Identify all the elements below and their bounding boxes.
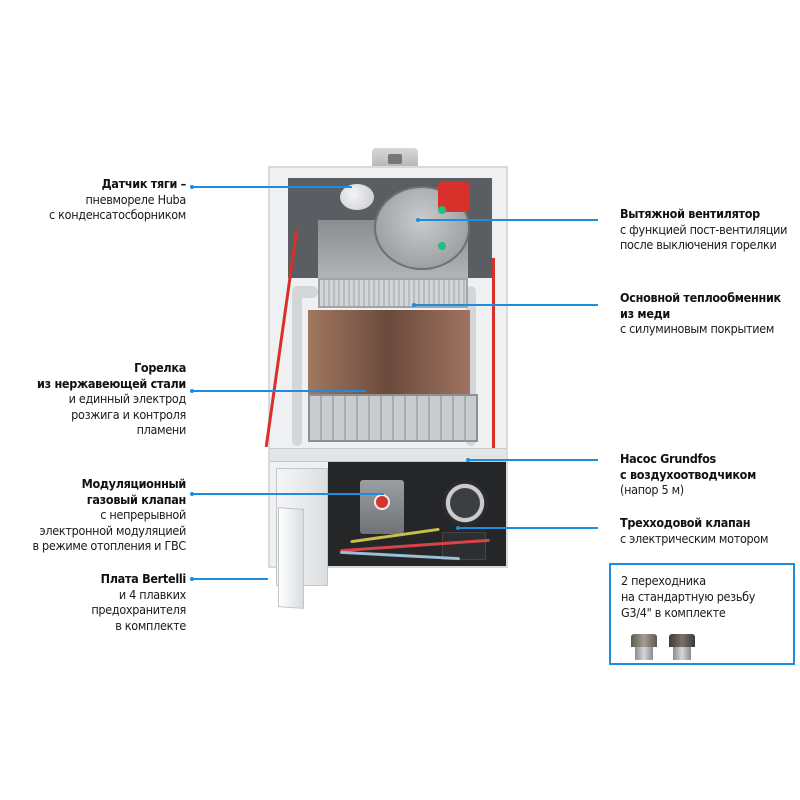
callout-title: газовый клапан [86, 491, 187, 507]
callout-burner: Горелка из нержавеющей стали и единный э… [37, 360, 186, 438]
adapter-line: G3/4" в комплекте [621, 605, 726, 620]
callout-title: Модуляционный [81, 476, 187, 491]
callout-exhaust-fan: Вытяжной вентилятор с функцией пост-вент… [620, 206, 787, 253]
callout-title: с воздухоотводчиком [620, 466, 756, 482]
callout-detail: в комплекте [115, 617, 186, 633]
callout-gas-valve: Модуляционный газовый клапан с непрерывн… [32, 476, 186, 554]
combustion-chamber-top [288, 178, 492, 278]
red-wire [492, 258, 495, 448]
gas-valve-part [360, 480, 404, 534]
callout-detail: в режиме отопления и ГВС [32, 538, 186, 553]
callout-pump: Насос Grundfos с воздухоотводчиком (напо… [620, 451, 756, 498]
callout-detail: и 4 плавких [118, 586, 186, 602]
leader-line-burner [190, 389, 366, 393]
chassis-divider [270, 448, 506, 462]
leader-line-exhaust-fan [416, 218, 598, 222]
callout-heat-exchanger: Основной теплообменник из меди с силумин… [620, 290, 781, 337]
callout-detail: предохранителя [91, 602, 186, 617]
water-pipe [466, 286, 476, 446]
adapter-nut-icon [631, 634, 657, 660]
callout-title: из нержавеющей стали [37, 375, 186, 391]
callout-detail: после выключения горелки [620, 237, 777, 252]
leader-line-control-board [190, 577, 268, 581]
water-pipe [292, 286, 302, 446]
callout-detail: пневмореле Huba [85, 191, 187, 207]
callout-detail: электронной модуляцией [39, 522, 187, 538]
draft-sensor-part [340, 184, 374, 210]
callout-detail: с силуминовым покрытием [620, 321, 775, 336]
callout-title: из меди [620, 305, 671, 321]
adapter-line: на стандартную резьбу [621, 589, 756, 604]
callout-detail: с конденсатосборником [49, 207, 186, 222]
leader-line-pump [466, 458, 598, 462]
control-board-cover [278, 507, 304, 609]
callout-detail: и единный электрод [68, 391, 187, 406]
boiler-illustration [264, 148, 508, 609]
callout-detail: с электрическим мотором [620, 530, 769, 546]
adapter-info-text: 2 переходника на стандартную резьбу G3/4… [621, 573, 755, 621]
callout-detail: с функцией пост-вентиляции [620, 221, 788, 237]
leader-line-gas-valve [190, 492, 384, 496]
callout-three-way-valve: Трехходовой клапан с электрическим мотор… [620, 515, 768, 546]
callout-title: Насос Grundfos [620, 451, 716, 466]
fan-connector [438, 206, 446, 214]
callout-title: Трехходовой клапан [620, 515, 751, 530]
adapter-nut-icon [669, 634, 695, 660]
callout-title: Основной теплообменник [620, 290, 781, 305]
callout-detail: розжига и контроля [71, 406, 186, 422]
three-way-valve-part [442, 532, 486, 560]
leader-line-three-way-valve [456, 526, 598, 530]
flue-outlet [372, 148, 418, 168]
adapter-line: 2 переходника [621, 573, 706, 588]
burner-part [308, 394, 478, 442]
copper-chamber-part [308, 310, 470, 394]
callout-title: Вытяжной вентилятор [620, 206, 760, 221]
fan-connector [438, 242, 446, 250]
callout-title: Горелка [134, 360, 186, 375]
adapter-info-box: 2 переходника на стандартную резьбу G3/4… [609, 563, 795, 665]
callout-detail: с непрерывной [100, 507, 186, 522]
callout-control-board: Плата Bertelli и 4 плавких предохранител… [91, 571, 186, 633]
callout-title: Датчик тяги – [101, 176, 187, 191]
leader-line-heat-exchanger [412, 303, 598, 307]
callout-draft-sensor: Датчик тяги – пневмореле Huba с конденса… [49, 176, 186, 223]
boiler-case [264, 166, 508, 609]
leader-line-draft-sensor [190, 185, 352, 189]
heat-exchanger-part [318, 278, 468, 308]
pump-part [442, 480, 488, 526]
callout-title: Плата Bertelli [100, 571, 187, 586]
callout-detail: пламени [136, 422, 187, 437]
callout-detail: (напор 5 м) [620, 482, 684, 497]
